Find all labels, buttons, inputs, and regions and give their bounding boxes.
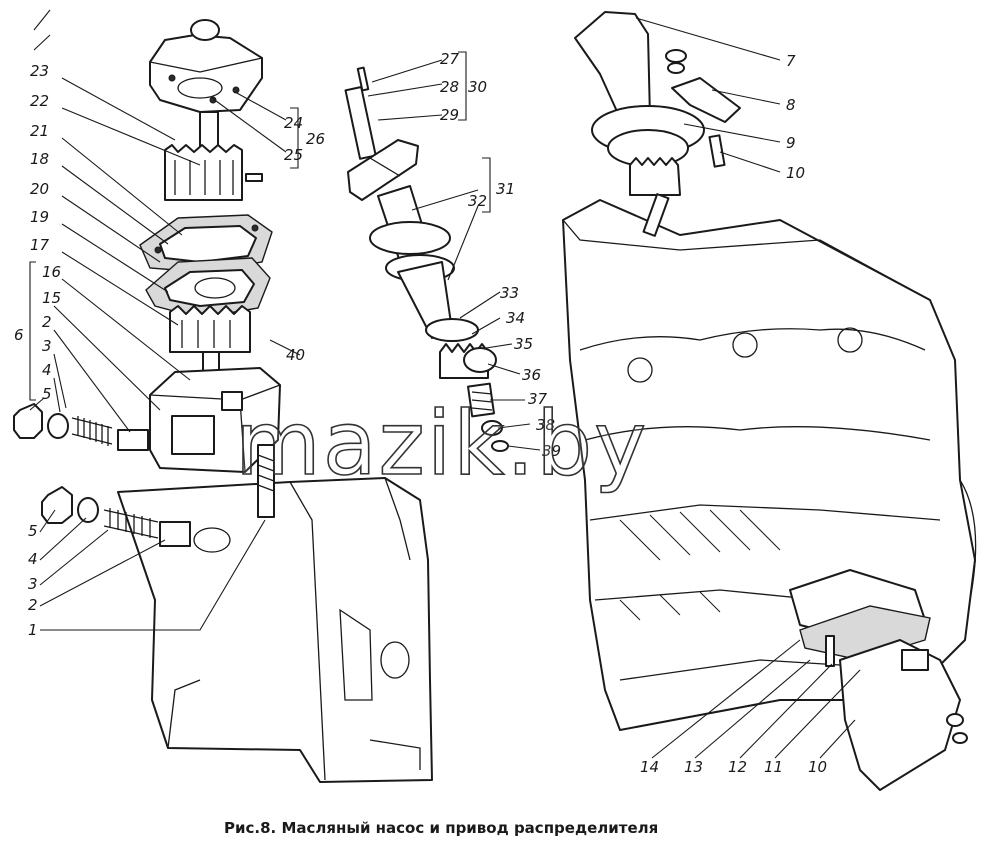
callout-31: 7 — [786, 52, 796, 70]
callout-3b: 3 — [28, 575, 38, 593]
callout-36: 11 — [764, 758, 783, 776]
callout-14: 23 — [30, 62, 49, 80]
callout-9: 17 — [30, 236, 50, 254]
callout-24: 33 — [500, 284, 519, 302]
drive-gear-upper — [164, 144, 263, 201]
callout-15: 24 — [284, 114, 303, 132]
callout-35: 10 — [808, 758, 827, 776]
callout-27: 36 — [522, 366, 541, 384]
callout-40: 40 — [286, 346, 305, 364]
mounting-bolt — [257, 444, 275, 518]
callout-3a: 3 — [42, 337, 52, 355]
callout-4a: 4 — [42, 361, 52, 379]
callout-21: 30 — [468, 78, 487, 96]
distributor-drive-assembly — [344, 66, 509, 452]
drive-gear-lower — [169, 305, 251, 375]
callout-17: 26 — [306, 130, 325, 148]
bracket-6 — [29, 261, 36, 401]
pump-cover — [149, 19, 263, 113]
callout-12: 21 — [30, 122, 49, 140]
gasket-upper — [139, 214, 273, 273]
callout-5b: 5 — [28, 522, 38, 540]
callout-30: 39 — [542, 442, 561, 460]
figure-caption: Рис.8. Масляный насос и привод распредел… — [224, 819, 658, 837]
callout-2b: 2 — [28, 596, 38, 614]
pump-housing — [149, 367, 281, 473]
clamp-plate — [665, 49, 741, 168]
callout-22: 31 — [496, 180, 515, 198]
callout-2a: 2 — [42, 313, 52, 331]
pump-body-plate — [145, 257, 271, 319]
callout-10a: 18 — [30, 150, 49, 168]
leader-lines — [29, 9, 861, 759]
relief-valve-left — [13, 403, 149, 451]
pump-assembly-right — [789, 569, 968, 791]
callout-8: 16 — [42, 263, 61, 281]
callout-37: 12 — [728, 758, 747, 776]
callout-13: 22 — [30, 92, 49, 110]
callout-11: 20 — [30, 180, 49, 198]
callout-10b: 19 — [30, 208, 49, 226]
callout-6: 6 — [14, 326, 24, 344]
callout-26: 35 — [514, 335, 533, 353]
callout-18: 27 — [440, 50, 460, 68]
callout-23: 32 — [468, 192, 487, 210]
callout-20: 29 — [440, 106, 459, 124]
watermark: mazik.by — [235, 392, 648, 495]
callout-39: 14 — [640, 758, 659, 776]
callout-19: 28 — [440, 78, 459, 96]
callout-33: 9 — [786, 134, 796, 152]
callout-16: 25 — [284, 146, 303, 164]
callout-1: 1 — [28, 621, 38, 639]
relief-valve-lower — [41, 486, 191, 547]
callouts: 23 22 21 18 20 19 17 16 15 2 3 4 5 6 5 4… — [14, 50, 827, 776]
callout-25: 34 — [506, 309, 525, 327]
callout-32: 8 — [786, 96, 796, 114]
callout-34: 10 — [786, 164, 805, 182]
callout-38: 13 — [684, 758, 703, 776]
callout-28: 37 — [528, 390, 548, 408]
callout-5a: 5 — [42, 385, 52, 403]
callout-7: 15 — [42, 289, 61, 307]
lower-block-fragment — [117, 477, 433, 783]
callout-29: 38 — [536, 416, 555, 434]
distributor-housing-right — [574, 11, 705, 237]
callout-4b: 4 — [28, 550, 38, 568]
